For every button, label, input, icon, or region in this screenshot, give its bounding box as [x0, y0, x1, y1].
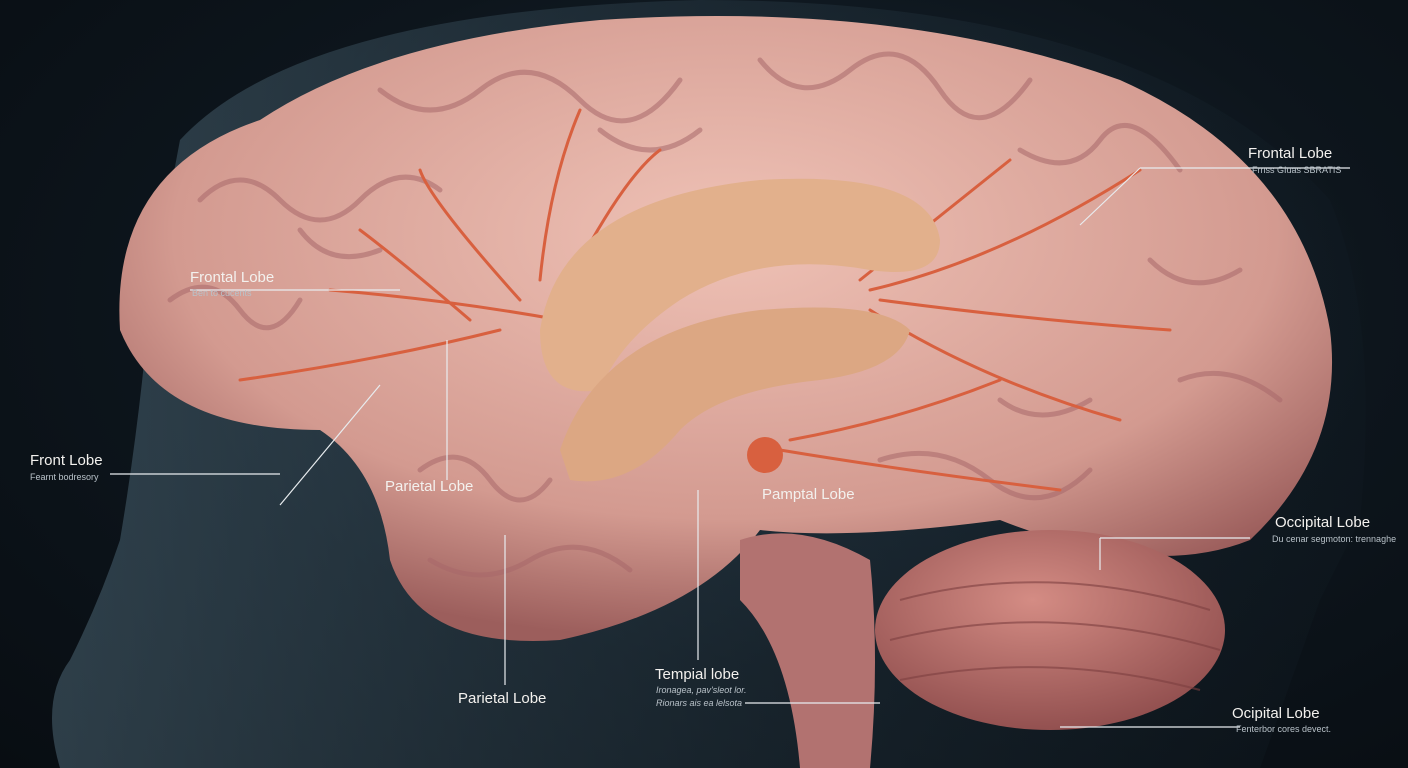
sublabel: Rionars ais ea lelsota: [656, 698, 743, 708]
label-front-lobe: Front Lobe: [30, 452, 103, 469]
cerebellum: [875, 530, 1225, 730]
label-pamptal-lobe: Pamptal Lobe: [762, 486, 855, 503]
label-frontal-lobe-right: Frontal Lobe: [1248, 145, 1333, 162]
sublabel: Du cenar segmoton: trennaghe: [1272, 534, 1397, 544]
sublabel: Ironagea, pav'sleot lor.: [656, 685, 747, 695]
sublabel: Fenterbor cores devect.: [1236, 724, 1332, 734]
sublabel: Ben to cucents: [192, 288, 252, 298]
sublabel: Fearnt bodresory: [30, 472, 99, 482]
label-frontal-lobe-left: Frontal Lobe: [190, 269, 275, 286]
label-temporal-lobe: Tempial lobe: [655, 666, 740, 683]
corpus-callosum: [540, 178, 940, 392]
blood-vessels: [238, 108, 1172, 492]
label-parietal-lobe: Parietal Lobe: [385, 478, 474, 495]
leader-lines: [110, 167, 1350, 728]
label-occipital-lobe: Occipital Lobe: [1275, 514, 1371, 531]
label-ocipital-lobe: Ocipital Lobe: [1232, 705, 1320, 722]
sublabel: Frnss GIuas SBRATIS: [1252, 165, 1342, 175]
thalamus: [747, 437, 783, 473]
label-parietal-lobe-bottom: Parietal Lobe: [458, 690, 547, 707]
brainstem: [740, 533, 875, 768]
